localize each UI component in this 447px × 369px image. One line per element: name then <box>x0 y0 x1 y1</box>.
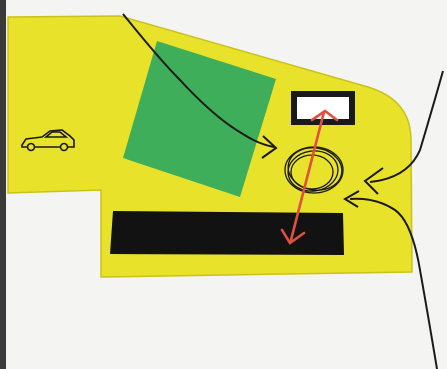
black-bar <box>110 211 344 255</box>
frame-edge-left <box>0 0 6 369</box>
